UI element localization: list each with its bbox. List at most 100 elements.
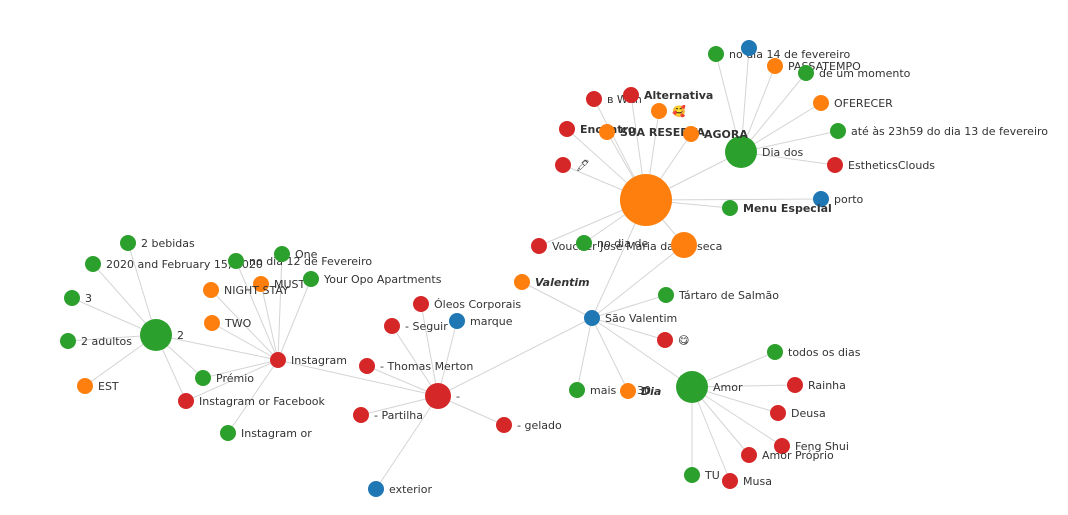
node-circle-bebidas[interactable]: [120, 235, 136, 251]
node-circle-passatempo[interactable]: [767, 58, 783, 74]
node-circle-premio[interactable]: [195, 370, 211, 386]
node-instagram[interactable]: Instagram: [270, 352, 347, 368]
node-bebidas[interactable]: 2 bebidas: [120, 235, 195, 251]
node-circle-feb-2020[interactable]: [85, 256, 101, 272]
node-circle-exterior[interactable]: [368, 481, 384, 497]
node-circle-tu[interactable]: [684, 467, 700, 483]
node-est[interactable]: EST: [77, 378, 119, 394]
node-oleos[interactable]: Óleos Corporais: [413, 296, 521, 312]
node-circle-sua-reserva[interactable]: [599, 124, 615, 140]
node-circle-no-dia-de[interactable]: [576, 235, 592, 251]
node-circle-voucher[interactable]: [531, 238, 547, 254]
node-circle-encontro[interactable]: [559, 121, 575, 137]
node-circle-feng-shui[interactable]: [774, 438, 790, 454]
node-dia-14[interactable]: no dia 14 de fevereiro: [708, 46, 851, 62]
node-tu[interactable]: TU: [684, 467, 720, 483]
node-rainha[interactable]: Rainha: [787, 377, 846, 393]
node-one[interactable]: One: [274, 246, 318, 262]
node-ate-23h59[interactable]: até às 23h59 do dia 13 de fevereiro: [830, 123, 1048, 139]
node-menu-especial[interactable]: Menu Especial: [722, 200, 832, 216]
node-momento[interactable]: de um momento: [798, 65, 911, 81]
node-circle-deusa[interactable]: [770, 405, 786, 421]
node-three[interactable]: 3: [64, 290, 92, 306]
node-circle-two-word[interactable]: [204, 315, 220, 331]
node-circle-ate-23h59[interactable]: [830, 123, 846, 139]
node-porto[interactable]: porto: [813, 191, 864, 207]
node-circle-musa[interactable]: [722, 473, 738, 489]
node-circle-dia-14[interactable]: [708, 46, 724, 62]
node-circle-mais-de-30[interactable]: [569, 382, 585, 398]
node-circle-rainha[interactable]: [787, 377, 803, 393]
node-circle-adultos[interactable]: [60, 333, 76, 349]
node-musa[interactable]: Musa: [722, 473, 772, 489]
node-instagram-or[interactable]: Instagram or: [220, 425, 312, 441]
node-circle-emoji-star-face[interactable]: [651, 103, 667, 119]
node-circle-seguir[interactable]: [384, 318, 400, 334]
node-adultos[interactable]: 2 adultos: [60, 333, 132, 349]
node-circle-dia-bold[interactable]: [620, 383, 636, 399]
node-partilha[interactable]: - Partilha: [353, 407, 423, 423]
node-merton[interactable]: - Thomas Merton: [359, 358, 473, 374]
node-alternativa[interactable]: Alternativa: [623, 87, 713, 103]
node-amor-proprio[interactable]: Amor Próprio: [741, 447, 834, 463]
node-circle-with[interactable]: [586, 91, 602, 107]
node-circle-valentim[interactable]: [514, 274, 530, 290]
node-agora[interactable]: AGORA: [683, 126, 748, 142]
node-circle-amor[interactable]: [676, 371, 708, 403]
node-circle-oleos[interactable]: [413, 296, 429, 312]
node-amor[interactable]: Amor: [676, 371, 743, 403]
node-hub-orange[interactable]: [620, 174, 672, 226]
node-circle-tartaro[interactable]: [658, 287, 674, 303]
node-top-blue[interactable]: [741, 40, 757, 56]
node-two-word[interactable]: TWO: [204, 315, 252, 331]
node-circle-porto[interactable]: [813, 191, 829, 207]
node-circle-hub-orange[interactable]: [620, 174, 672, 226]
node-circle-amor-proprio[interactable]: [741, 447, 757, 463]
node-circle-dia-12[interactable]: [228, 253, 244, 269]
node-circle-est[interactable]: [77, 378, 93, 394]
node-circle-orange-mid[interactable]: [671, 232, 697, 258]
node-circle-alternativa[interactable]: [623, 87, 639, 103]
node-circle-insta-facebook[interactable]: [178, 393, 194, 409]
node-esthetics[interactable]: EstheticsClouds: [827, 157, 935, 173]
node-circle-emoji-pencil[interactable]: [555, 157, 571, 173]
node-circle-top-blue[interactable]: [741, 40, 757, 56]
node-sao-valentim[interactable]: São Valentim: [584, 310, 677, 326]
node-circle-emoji-smile[interactable]: [657, 332, 673, 348]
node-premio[interactable]: Prémio: [195, 370, 254, 386]
node-circle-partilha[interactable]: [353, 407, 369, 423]
node-oferecer[interactable]: OFERECER: [813, 95, 893, 111]
node-dia-dos[interactable]: Dia dos: [725, 136, 803, 168]
node-feb-2020[interactable]: 2020 and February 15, 2020: [85, 256, 263, 272]
node-circle-three[interactable]: [64, 290, 80, 306]
node-orange-mid[interactable]: [671, 232, 697, 258]
node-circle-night-stay[interactable]: [203, 282, 219, 298]
node-circle-instagram[interactable]: [270, 352, 286, 368]
node-must[interactable]: MUST: [253, 276, 306, 292]
node-circle-sao-valentim[interactable]: [584, 310, 600, 326]
node-emoji-star-face[interactable]: 🥰: [651, 103, 686, 119]
node-circle-instagram-or[interactable]: [220, 425, 236, 441]
node-dia-bold[interactable]: Dia: [620, 383, 661, 399]
node-seguir[interactable]: - Seguir: [384, 318, 448, 334]
node-circle-dia-dos[interactable]: [725, 136, 757, 168]
node-insta-facebook[interactable]: Instagram or Facebook: [178, 393, 326, 409]
node-deusa[interactable]: Deusa: [770, 405, 826, 421]
node-dash-hub[interactable]: -: [425, 383, 460, 409]
node-valentim[interactable]: Valentim: [514, 274, 590, 290]
node-circle-dash-hub[interactable]: [425, 383, 451, 409]
node-tartaro[interactable]: Tártaro de Salmão: [658, 287, 779, 303]
node-circle-oferecer[interactable]: [813, 95, 829, 111]
node-no-dia-de[interactable]: no dia de: [576, 235, 648, 251]
node-circle-todos-os-dias[interactable]: [767, 344, 783, 360]
node-circle-esthetics[interactable]: [827, 157, 843, 173]
node-circle-marque[interactable]: [449, 313, 465, 329]
node-gelado[interactable]: - gelado: [496, 417, 562, 433]
node-night-stay[interactable]: NIGHT STAY: [203, 282, 289, 298]
node-exterior[interactable]: exterior: [368, 481, 432, 497]
node-circle-must[interactable]: [253, 276, 269, 292]
node-circle-two-hub[interactable]: [140, 319, 172, 351]
node-circle-gelado[interactable]: [496, 417, 512, 433]
node-emoji-pencil[interactable]: 🖊: [555, 157, 590, 173]
node-circle-menu-especial[interactable]: [722, 200, 738, 216]
